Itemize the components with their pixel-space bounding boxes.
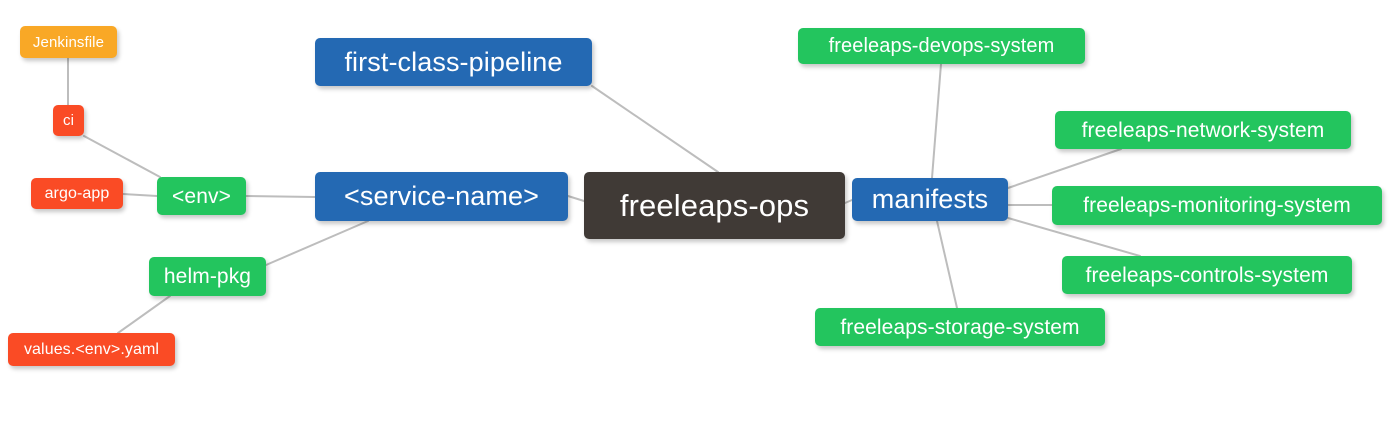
node-label-freeleaps-ops: freeleaps-ops	[619, 188, 810, 223]
node-jenkinsfile[interactable]: Jenkinsfile	[20, 26, 117, 58]
node-label-jenkinsfile: Jenkinsfile	[32, 33, 105, 51]
edge-manifests-storage	[936, 220, 958, 309]
node-label-freeleaps-storage-system: freeleaps-storage-system	[840, 315, 1080, 339]
node-freeleaps-monitoring-system[interactable]: freeleaps-monitoring-system	[1052, 186, 1382, 225]
node-ci[interactable]: ci	[53, 105, 84, 136]
edge-helm-values	[117, 295, 171, 334]
node-label-values-env-yaml: values.<env>.yaml	[23, 340, 160, 358]
node-freeleaps-ops[interactable]: freeleaps-ops	[584, 172, 845, 239]
edge-service-helm	[265, 220, 369, 266]
node-helm-pkg[interactable]: helm-pkg	[149, 257, 266, 296]
node-label-first-class-pipeline: first-class-pipeline	[344, 46, 563, 77]
node-freeleaps-storage-system[interactable]: freeleaps-storage-system	[815, 308, 1105, 346]
node-label-freeleaps-network-system: freeleaps-network-system	[1081, 118, 1325, 142]
node-freeleaps-network-system[interactable]: freeleaps-network-system	[1055, 111, 1351, 149]
edge-manifests-network	[1007, 148, 1122, 189]
node-first-class-pipeline[interactable]: first-class-pipeline	[315, 38, 592, 86]
node-label-service-name: <service-name>	[344, 181, 539, 211]
node-label-helm-pkg: helm-pkg	[163, 265, 252, 288]
node-label-ci: ci	[62, 112, 75, 129]
node-label-env: <env>	[172, 184, 231, 208]
node-env[interactable]: <env>	[157, 177, 246, 215]
node-label-manifests: manifests	[871, 184, 989, 214]
edge-ops-service	[567, 195, 585, 202]
node-label-freeleaps-controls-system: freeleaps-controls-system	[1085, 263, 1329, 287]
node-label-argo-app: argo-app	[44, 184, 110, 202]
node-service-name[interactable]: <service-name>	[315, 172, 568, 221]
node-label-freeleaps-monitoring-system: freeleaps-monitoring-system	[1083, 194, 1351, 217]
node-label-freeleaps-devops-system: freeleaps-devops-system	[828, 35, 1055, 57]
edge-ops-pipeline	[591, 85, 719, 173]
edge-ops-manifests	[844, 199, 853, 204]
edge-env-ci	[83, 135, 161, 178]
edge-service-env	[245, 195, 316, 198]
node-manifests[interactable]: manifests	[852, 178, 1008, 221]
node-values-env-yaml[interactable]: values.<env>.yaml	[8, 333, 175, 366]
edge-env-argo	[122, 193, 158, 197]
node-freeleaps-devops-system[interactable]: freeleaps-devops-system	[798, 28, 1085, 64]
node-argo-app[interactable]: argo-app	[31, 178, 123, 209]
node-freeleaps-controls-system[interactable]: freeleaps-controls-system	[1062, 256, 1352, 294]
edge-manifests-devops	[931, 63, 942, 179]
